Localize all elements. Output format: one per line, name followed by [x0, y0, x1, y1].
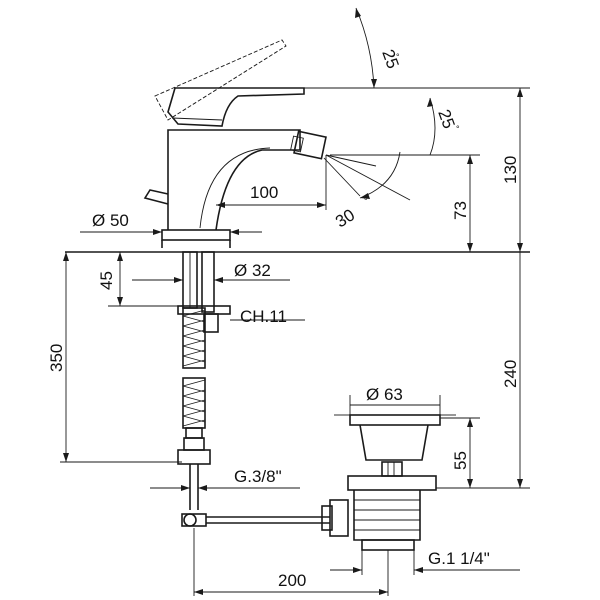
mixer-body	[143, 39, 411, 248]
spray-angle-top-label: 25	[434, 107, 458, 131]
shank-length-label: 45	[97, 271, 116, 290]
nut-size-label: CH.11	[240, 307, 287, 326]
waste-drop-label: 240	[501, 360, 520, 388]
waste-diameter-label: Ø 63	[366, 385, 403, 404]
base-diameter-label: Ø 50	[92, 211, 129, 230]
dimension-lines	[60, 7, 530, 596]
spray-angle-top-degree: °	[456, 124, 460, 134]
waste-thread-label: G.1 1/4"	[428, 549, 490, 568]
popup-rod	[181, 513, 330, 527]
waste-assembly	[321, 414, 441, 551]
dimension-labels: 25 ° 25 ° 30 ° 100 73 130 Ø 50 Ø 32 45 C…	[47, 47, 520, 590]
spout-reach-label: 100	[250, 183, 278, 202]
inlet-thread-label: G.3/8"	[234, 467, 282, 486]
total-height-label: 130	[501, 156, 520, 184]
shank-diameter-label: Ø 32	[234, 261, 271, 280]
waste-flange-height-label: 55	[451, 451, 470, 470]
hose-length-label: 350	[47, 344, 66, 372]
braided-hose	[177, 307, 211, 510]
lever-angle-degree: °	[396, 52, 400, 62]
spray-angle-bottom-label: 30	[332, 205, 358, 231]
rod-length-label: 200	[278, 571, 306, 590]
spout-height-label: 73	[451, 201, 470, 220]
spray-angle-bottom-degree: °	[364, 196, 368, 206]
